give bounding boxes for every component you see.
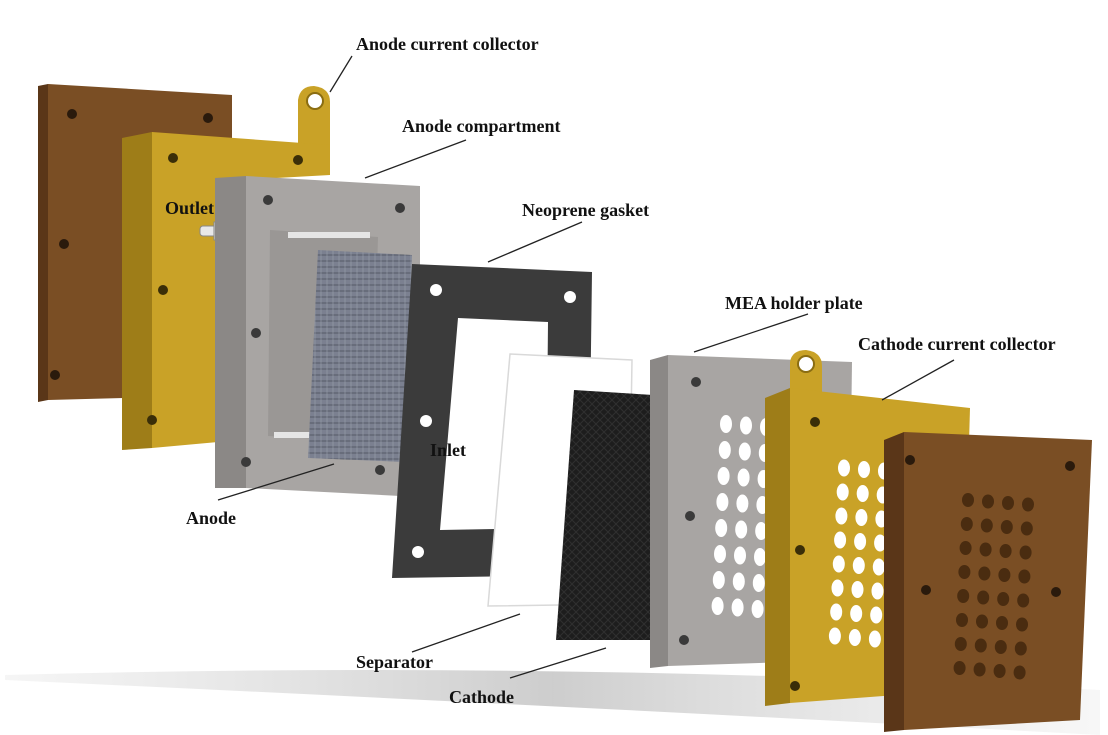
end-plate-hole <box>973 662 986 677</box>
collector-hole <box>848 629 861 646</box>
end-plate-hole <box>980 518 993 533</box>
end-plate-hole <box>957 589 970 603</box>
mea-hole <box>740 416 752 435</box>
collector-hole <box>830 603 843 621</box>
end-plate-hole <box>974 638 987 653</box>
collector-hole <box>850 605 863 622</box>
end-plate-hole <box>954 637 967 651</box>
collector-hole <box>855 509 868 526</box>
collector-hole <box>836 483 849 501</box>
end-plate-hole <box>999 544 1012 558</box>
end-plate-hole <box>1018 569 1031 584</box>
end-plate-hole <box>958 565 971 579</box>
collector-hole <box>835 507 848 525</box>
end-plate-hole <box>1019 545 1032 560</box>
mea-hole <box>718 441 731 459</box>
collector-hole <box>828 627 841 645</box>
end-plate-hole <box>978 566 991 581</box>
collector-hole <box>870 606 883 624</box>
label-anode: Anode <box>186 508 237 528</box>
label-separator: Separator <box>356 652 433 672</box>
end-plate-hole <box>1000 520 1013 534</box>
leader-cathode <box>509 647 607 679</box>
label-anode-compartment: Anode compartment <box>402 116 561 136</box>
label-neoprene-gasket: Neoprene gasket <box>522 200 650 220</box>
mea-hole <box>731 598 744 617</box>
mea-hole <box>736 494 749 513</box>
neoprene-gasket-frame <box>392 264 592 578</box>
mea-hole <box>755 522 768 540</box>
end-plate-hole <box>982 494 994 509</box>
collector-hole <box>874 534 887 552</box>
label-cathode: Cathode <box>449 687 515 707</box>
end-plate-hole <box>998 568 1011 582</box>
mea-hole <box>732 572 745 591</box>
cathode-end-plate <box>884 432 1092 732</box>
leader-anode-current-collector <box>329 55 353 93</box>
collector-hole <box>871 582 884 600</box>
end-plate-hole <box>977 590 990 605</box>
collector-hole <box>856 485 869 502</box>
mea-hole <box>712 571 725 589</box>
collector-hole <box>832 555 845 573</box>
label-cathode-current-collector: Cathode current collector <box>858 334 1056 354</box>
mea-hole <box>716 493 729 511</box>
collector-hole <box>854 533 867 550</box>
collector-hole <box>834 531 847 549</box>
end-plate-hole <box>1002 496 1014 510</box>
end-plate-hole <box>1017 593 1030 608</box>
end-plate-hole <box>1014 641 1027 656</box>
mea-hole <box>714 545 726 563</box>
collector-hole <box>858 461 870 478</box>
end-plate-hole <box>959 541 972 555</box>
mea-hole <box>752 574 765 592</box>
end-plate-hole <box>976 614 988 629</box>
cathode-sheet <box>556 390 670 640</box>
mea-hole <box>737 468 750 487</box>
end-plate-hole <box>994 640 1007 654</box>
end-plate-hole <box>1013 665 1026 680</box>
end-plate-hole <box>956 613 968 627</box>
mea-hole <box>720 415 732 433</box>
end-plate-hole <box>997 592 1010 606</box>
end-plate-hole <box>996 616 1008 630</box>
mea-hole <box>734 546 746 565</box>
leader-mea-holder-plate <box>693 313 809 353</box>
anode-current-collector-plate <box>122 86 330 450</box>
collector-hole <box>831 579 844 597</box>
mea-hole <box>754 548 766 566</box>
end-plate-hole <box>960 517 973 531</box>
mea-hole <box>711 597 724 615</box>
anode-mesh <box>308 250 412 462</box>
leader-separator <box>411 613 521 653</box>
end-plate-hole <box>953 661 966 675</box>
leader-cathode-current-collector <box>881 359 955 401</box>
mea-hole <box>735 520 748 539</box>
mea-hole <box>717 467 730 485</box>
end-plate-hole <box>1016 617 1028 632</box>
collector-hole <box>851 581 864 598</box>
collector-hole <box>838 459 850 477</box>
label-outlet: Outlet <box>165 198 214 218</box>
collector-hole <box>868 630 881 648</box>
end-plate-hole <box>962 493 974 507</box>
end-plate-hole <box>993 664 1006 678</box>
end-plate-hole <box>979 542 992 557</box>
end-plate-hole <box>1022 497 1034 512</box>
leader-neoprene-gasket <box>487 221 583 263</box>
mea-hole <box>738 442 751 461</box>
label-anode-current-collector: Anode current collector <box>356 34 539 54</box>
mea-hole <box>715 519 728 537</box>
end-plate-hole <box>1020 521 1033 536</box>
collector-hole <box>852 557 865 574</box>
leader-anode <box>217 463 335 501</box>
collector-hole <box>872 558 885 576</box>
label-inlet: Inlet <box>430 440 466 460</box>
leader-anode-compartment <box>364 139 467 179</box>
label-mea-holder-plate: MEA holder plate <box>725 293 863 313</box>
mea-hole <box>751 600 764 618</box>
